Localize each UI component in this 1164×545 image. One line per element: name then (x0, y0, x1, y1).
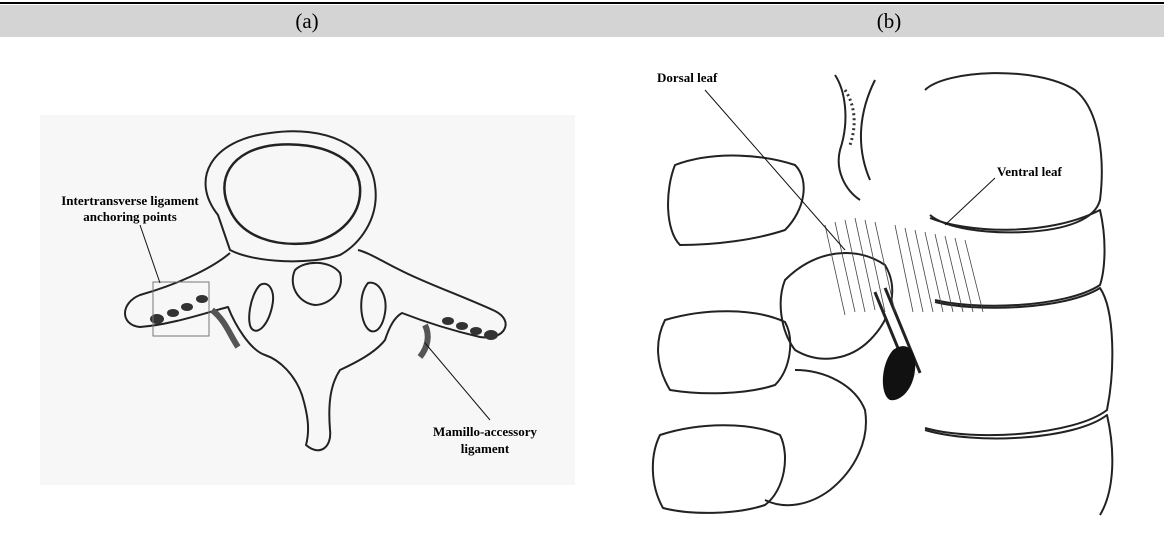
ligament-hatching (825, 218, 983, 315)
table-top-rule (0, 2, 1164, 4)
label-intertransverse-line2: anchoring points (83, 209, 177, 224)
intervertebral-disc (930, 210, 1105, 306)
panel-b-caption: (b) (614, 5, 1164, 37)
intertransverse-leader-line (140, 225, 160, 283)
panel-a-vertebra-axial: Intertransverse ligament anchoring point… (40, 85, 575, 485)
dark-foramen (883, 346, 915, 400)
label-mamillo-line1: Mamillo-accessory (433, 424, 537, 439)
transverse-process-middle (658, 311, 790, 393)
label-mamillo-line2: ligament (461, 441, 510, 456)
upper-lamina (835, 75, 860, 200)
figure-header-row: (a) (b) (0, 5, 1164, 37)
vertebral-body-inner (224, 144, 360, 243)
spinal-canal (293, 263, 341, 305)
lower-disc (925, 415, 1112, 515)
upper-spinous (861, 80, 875, 180)
vertebral-body (206, 131, 376, 261)
transverse-process-upper (668, 156, 804, 245)
lower-vertebral-body (925, 288, 1112, 435)
dorsal-leaf-leader-line (705, 90, 845, 250)
label-intertransverse-line1: Intertransverse ligament (61, 193, 199, 208)
vertebra-axial-drawing: Intertransverse ligament anchoring point… (40, 85, 575, 485)
mamillo-ligament-right (420, 325, 428, 357)
panel-b-spine-oblique: Dorsal leaf Ventral leaf (645, 50, 1155, 542)
mamillo-leader-line (425, 343, 490, 420)
mamillo-ligament-left (212, 310, 238, 347)
anchoring-highlight-box (153, 282, 209, 336)
posterior-arch (125, 250, 506, 450)
ventral-leaf-leader-line (945, 178, 995, 225)
label-ventral-leaf: Ventral leaf (997, 164, 1063, 179)
label-dorsal-leaf: Dorsal leaf (657, 70, 718, 85)
panel-a-caption: (a) (0, 5, 614, 37)
spine-oblique-drawing: Dorsal leaf Ventral leaf (645, 50, 1155, 542)
right-facet (361, 283, 385, 332)
upper-vertebral-body (925, 73, 1102, 232)
left-facet (249, 284, 273, 331)
